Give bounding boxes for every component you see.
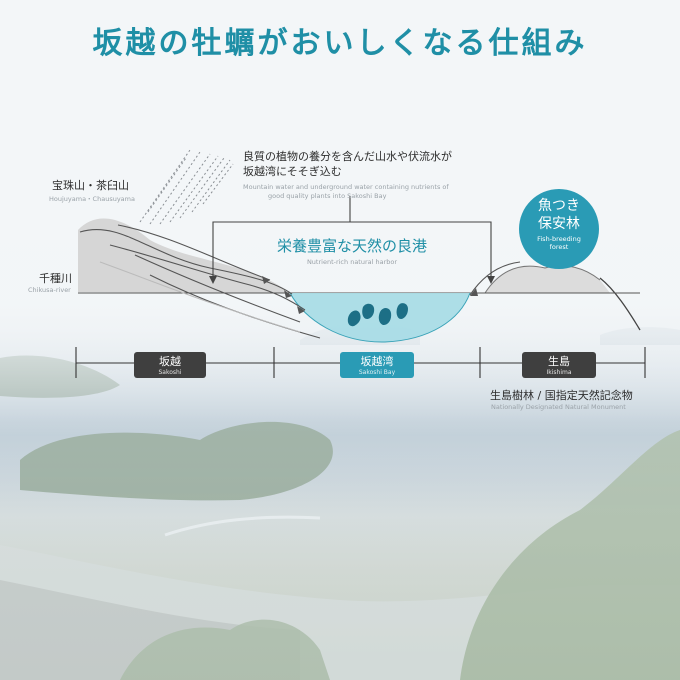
location-tag-sakoshi-bay: 坂越湾 Sakoshi Bay — [340, 352, 414, 378]
water-note-en2: good quality plants into Sakoshi Bay — [268, 192, 387, 200]
page-title: 坂越の牡蠣がおいしくなる仕組み — [92, 26, 588, 61]
mountain-label-en: Houjuyama・Chausuyama — [49, 195, 135, 203]
location-tag-ikishima: 生島 Ikishima — [522, 352, 596, 378]
location-label: 坂越 — [159, 355, 181, 368]
monument-label: 生島樹林 / 国指定天然記念物 — [490, 389, 633, 402]
harbor-label-en: Nutrient-rich natural harbor — [306, 258, 398, 266]
location-label-en: Sakoshi Bay — [358, 369, 396, 376]
location-label-en: Sakoshi — [158, 369, 182, 376]
mountain-shape — [78, 218, 290, 293]
harbor-label: 栄養豊富な天然の良港 — [276, 237, 427, 255]
mountain-label: 宝珠山・茶臼山 — [52, 179, 129, 192]
location-label: 坂越湾 — [360, 355, 394, 368]
rain-lines — [139, 149, 234, 225]
bay-water — [290, 293, 470, 343]
forest-badge-en1: Fish-breeding — [537, 235, 581, 243]
forest-badge-en2: forest — [549, 243, 569, 251]
oyster-icons — [347, 303, 408, 327]
water-note-en1: Mountain water and underground water con… — [243, 183, 449, 191]
location-label: 生島 — [548, 355, 570, 368]
river-label-en: Chikusa-river — [28, 286, 71, 294]
forest-badge-line1: 魚つき — [538, 198, 580, 214]
water-note-line1: 良質の植物の養分を含んだ山水や伏流水が — [243, 150, 452, 163]
river-label: 千種川 — [39, 272, 72, 285]
forest-badge-line2: 保安林 — [538, 216, 580, 232]
ikishima-hill — [485, 265, 610, 293]
water-note-line2: 坂越湾にそそぎ込む — [243, 165, 342, 178]
location-tag-sakoshi: 坂越 Sakoshi — [134, 352, 206, 378]
monument-label-en: Nationally Designated Natural Monument — [491, 403, 626, 411]
forest-badge: 魚つき 保安林 Fish-breeding forest — [519, 189, 599, 269]
location-label-en: Ikishima — [546, 369, 572, 376]
